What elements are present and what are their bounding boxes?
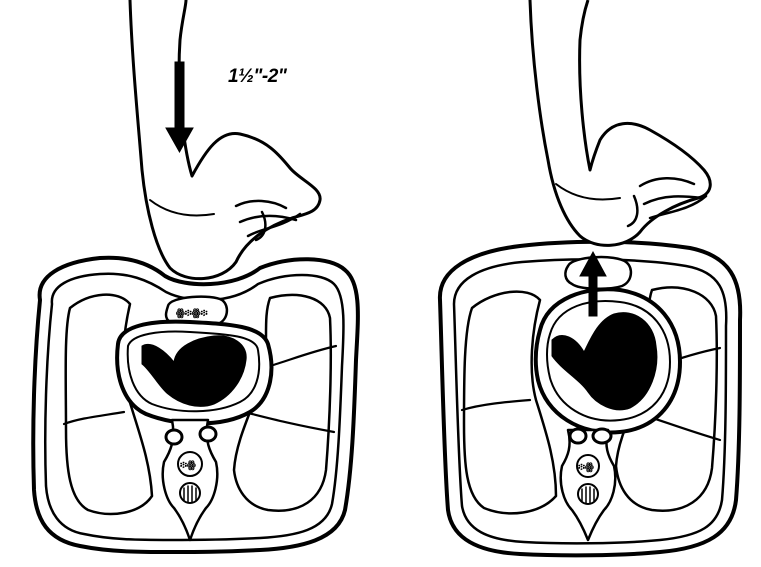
vena-cava (200, 427, 216, 441)
vena-cava (593, 429, 611, 443)
compressing-arm (130, 0, 320, 279)
aorta (570, 429, 586, 443)
vertebra-texture: ፨ꙮ (578, 462, 594, 473)
aorta (166, 430, 182, 444)
compression-panel: ꙮ፨ꙮ፨ ፨ꙮ (33, 0, 358, 552)
release-panel: ፨ꙮ (440, 0, 740, 555)
spinal-cord (180, 483, 200, 503)
spinal-cord (578, 484, 598, 504)
sternum-texture: ꙮ፨ꙮ፨ (176, 308, 208, 319)
vertebra-texture: ፨ꙮ (180, 460, 196, 471)
